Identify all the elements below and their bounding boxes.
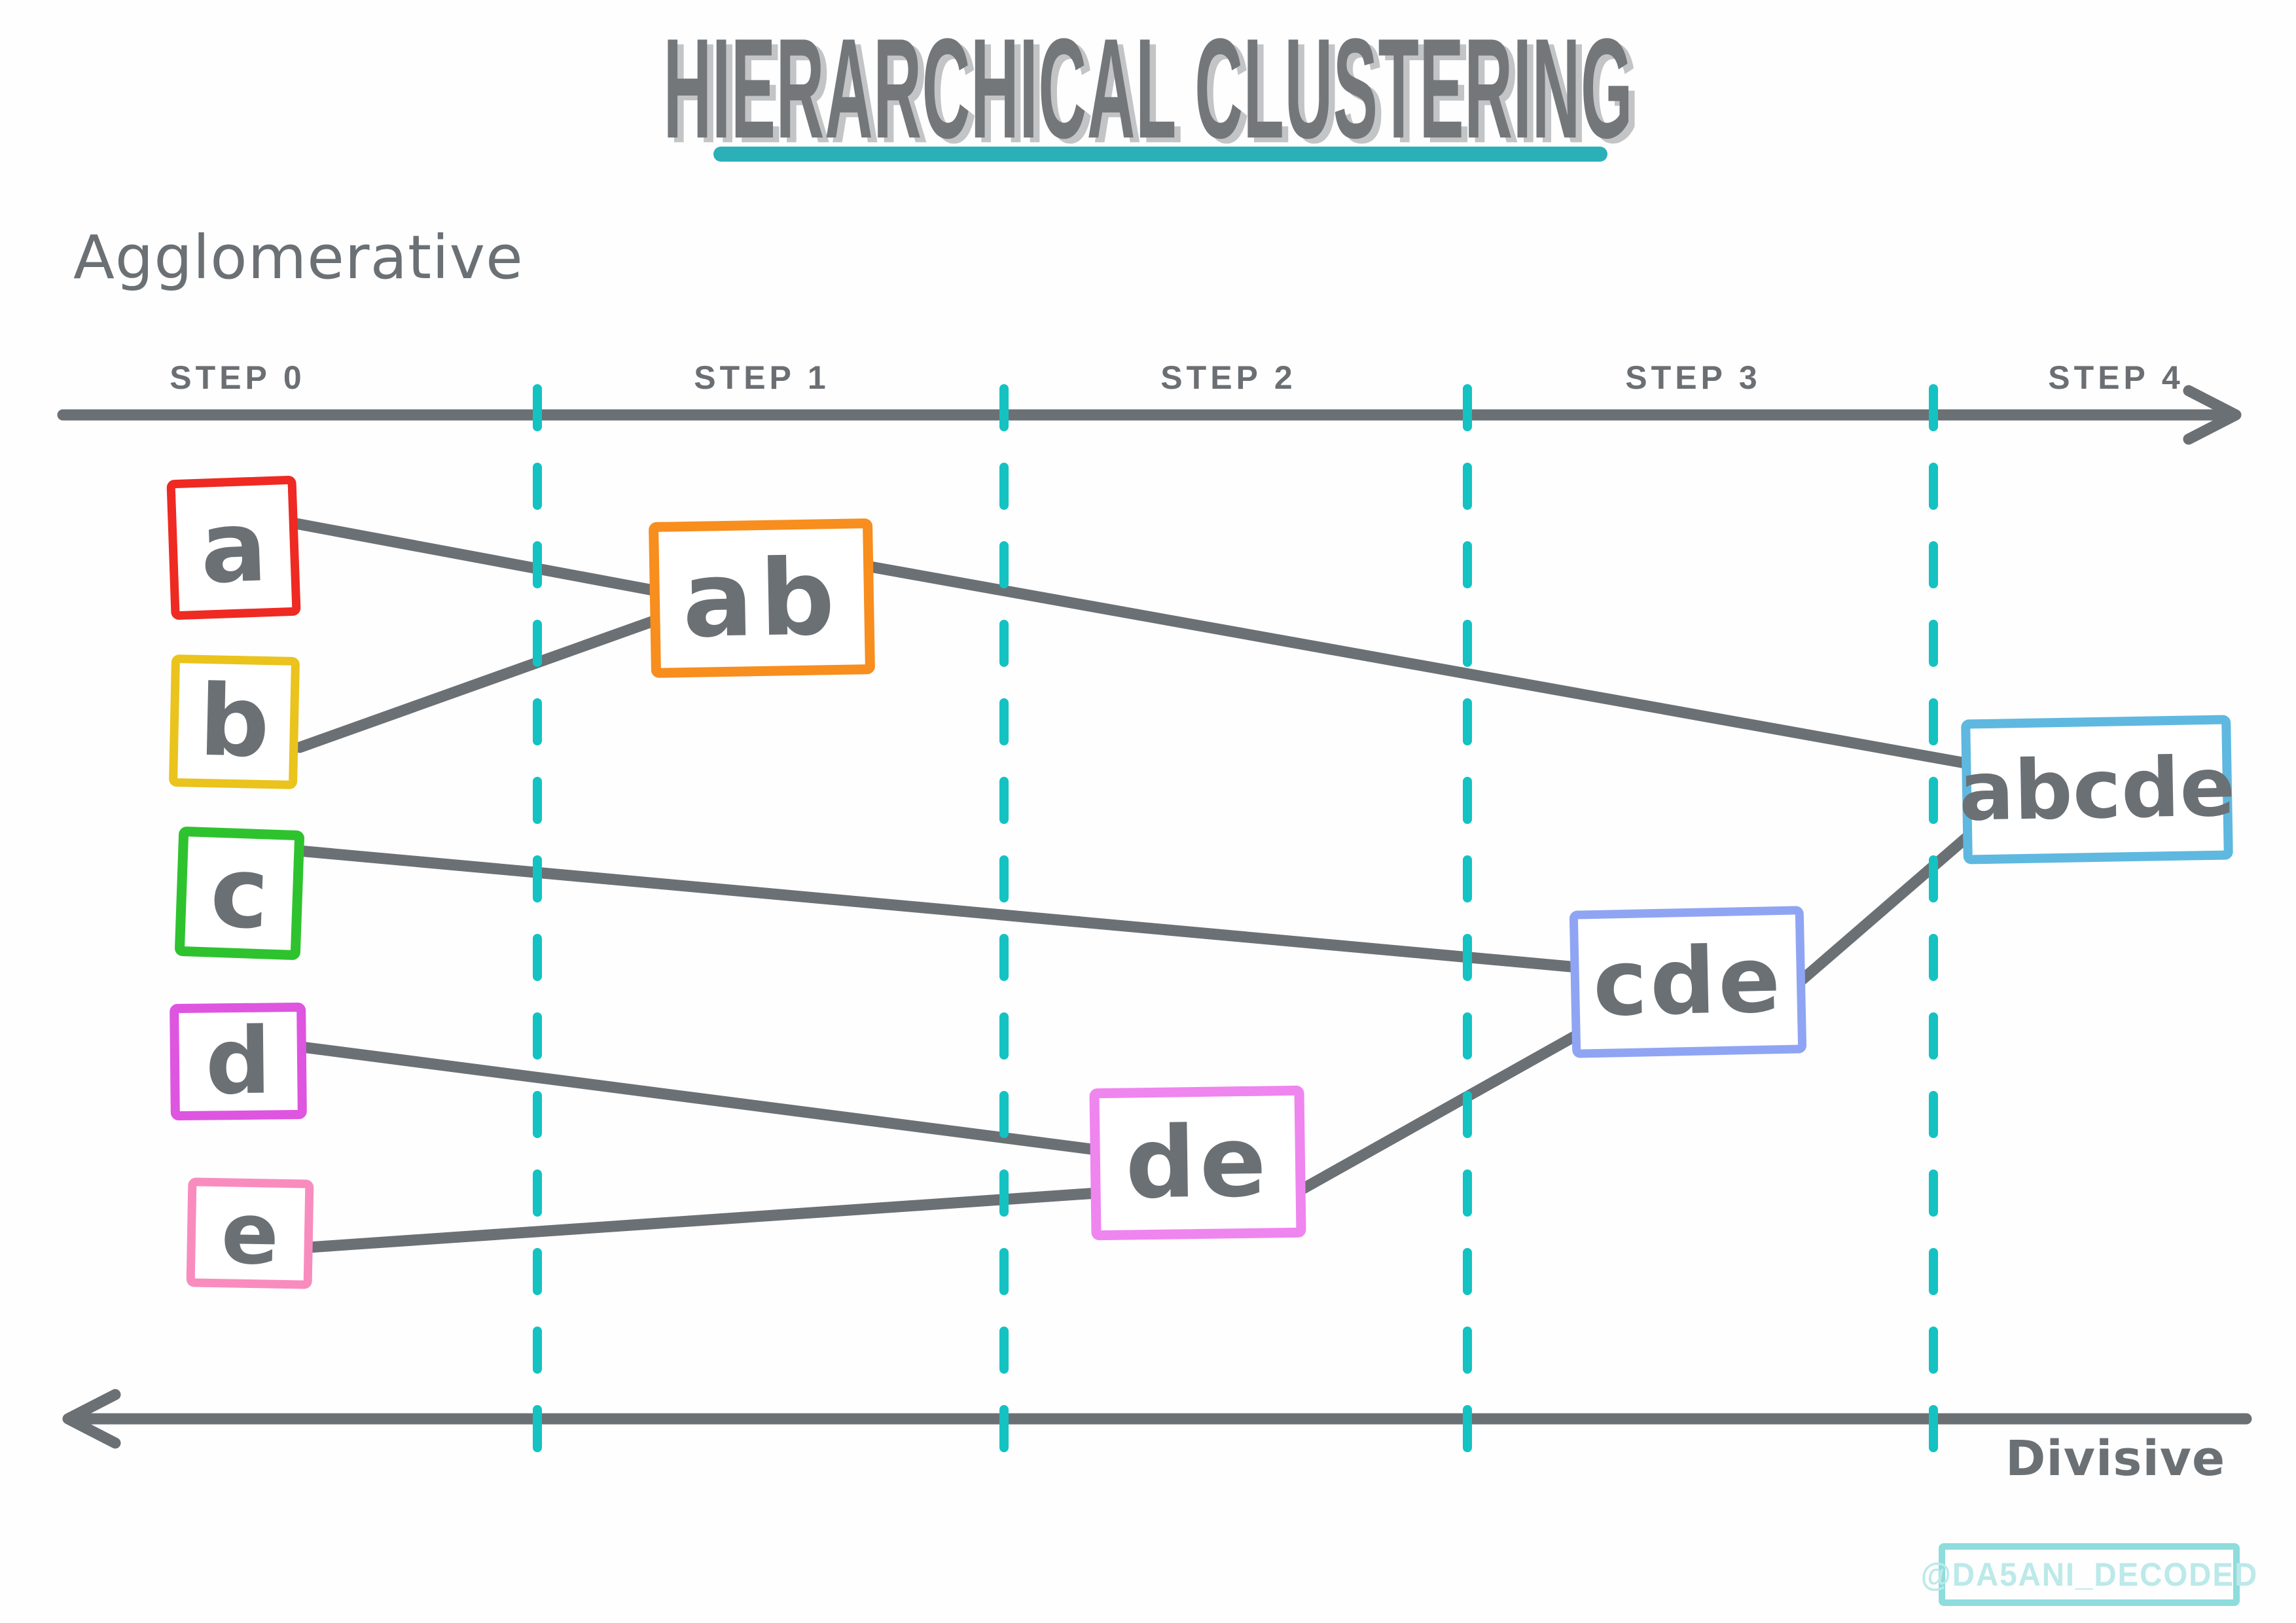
connector-d-to-de bbox=[296, 1041, 1103, 1156]
cluster-box-b: b bbox=[168, 654, 300, 790]
cluster-box-e: e bbox=[186, 1177, 314, 1289]
cluster-label-c: c bbox=[208, 835, 271, 952]
connector-cde-to-abcde bbox=[1794, 825, 1980, 988]
cluster-box-c: c bbox=[174, 826, 305, 961]
page-title: HIERARCHICAL CLUSTERING bbox=[0, 17, 2296, 160]
title-underline bbox=[713, 147, 1607, 162]
connector-c-to-cde bbox=[293, 845, 1583, 973]
cluster-label-abcde: abcde bbox=[1958, 740, 2236, 840]
cluster-box-cde: cde bbox=[1569, 906, 1807, 1058]
connector-e-to-de bbox=[303, 1187, 1103, 1253]
step-label-1: STEP 1 bbox=[694, 359, 830, 396]
cluster-box-a: a bbox=[166, 475, 301, 620]
cluster-label-e: e bbox=[220, 1183, 280, 1284]
page-title-text: HIERARCHICAL CLUSTERING bbox=[663, 8, 1633, 168]
right-arrowhead-icon bbox=[2183, 385, 2242, 445]
step-dividers bbox=[533, 384, 1938, 1468]
cluster-box-d: d bbox=[170, 1002, 307, 1121]
cluster-box-ab: ab bbox=[648, 518, 876, 678]
cluster-label-a: a bbox=[198, 490, 269, 606]
cluster-label-cde: cde bbox=[1592, 926, 1784, 1038]
step-label-4: STEP 4 bbox=[2048, 359, 2184, 396]
watermark-text: @DA5ANI_DECODED bbox=[1920, 1556, 2258, 1593]
merge-connectors bbox=[290, 518, 1980, 1253]
cluster-label-d: d bbox=[205, 1007, 272, 1116]
agglomerative-label: Agglomerative bbox=[73, 223, 524, 293]
cluster-label-b: b bbox=[198, 664, 271, 780]
cluster-box-de: de bbox=[1089, 1085, 1306, 1241]
step-label-0: STEP 0 bbox=[170, 359, 306, 396]
timeline-axes bbox=[57, 385, 2252, 1449]
connector-b-to-ab bbox=[294, 614, 663, 753]
step-label-2: STEP 2 bbox=[1160, 359, 1297, 396]
connector-a-to-ab bbox=[290, 518, 663, 597]
cluster-label-de: de bbox=[1124, 1105, 1271, 1221]
watermark-badge: @DA5ANI_DECODED bbox=[1920, 1543, 2257, 1606]
left-arrowhead-icon bbox=[62, 1389, 121, 1449]
step-label-3: STEP 3 bbox=[1625, 359, 1761, 396]
cluster-label-ab: ab bbox=[681, 535, 842, 661]
connector-de-to-cde bbox=[1295, 1028, 1585, 1196]
divisive-label: Divisive bbox=[2005, 1431, 2226, 1487]
cluster-box-abcde: abcde bbox=[1958, 715, 2236, 865]
connector-ab-to-abcde bbox=[865, 561, 1979, 770]
